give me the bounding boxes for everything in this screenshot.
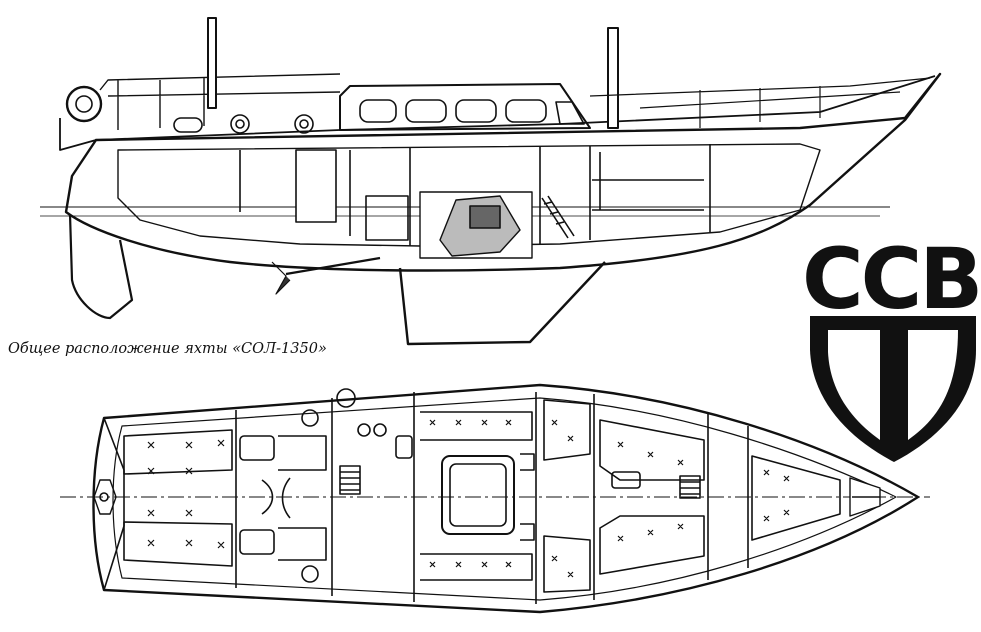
saloon-table xyxy=(441,455,515,535)
main-mast xyxy=(607,27,619,129)
plan-hull-outline xyxy=(92,383,920,614)
ccb-shield-logo xyxy=(810,316,976,462)
cushion-texture xyxy=(147,419,790,578)
plan-view-drawing xyxy=(60,383,930,614)
engine xyxy=(419,191,533,259)
ccb-logo-text: CCB xyxy=(802,230,981,328)
drawing-caption: Общее расположение яхты «СОЛ-1350» xyxy=(8,341,327,357)
companionway-steps xyxy=(339,465,361,495)
mizzen-mast xyxy=(207,17,217,109)
hull-outline xyxy=(64,72,942,272)
side-profile-drawing xyxy=(40,17,942,346)
rudder xyxy=(68,213,134,320)
keel xyxy=(398,261,606,346)
propeller xyxy=(271,256,381,295)
stern-lifebuoy xyxy=(65,85,103,123)
deckhouse xyxy=(339,83,591,131)
